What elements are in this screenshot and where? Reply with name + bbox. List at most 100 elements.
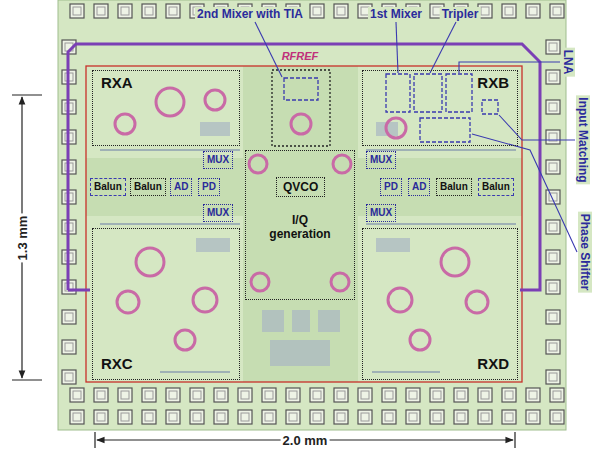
bond-pad	[286, 410, 300, 424]
pad-frame	[94, 4, 108, 18]
pad-inner	[65, 313, 73, 321]
pad-frame	[546, 250, 560, 264]
bond-pad	[262, 410, 276, 424]
bond-pad	[430, 410, 444, 424]
pad-inner	[529, 413, 537, 421]
bond-pad	[502, 388, 516, 402]
pad-frame	[166, 4, 180, 18]
pad-inner	[505, 7, 513, 15]
pad-frame	[478, 388, 492, 402]
pad-inner	[241, 413, 249, 421]
pad-frame	[334, 4, 348, 18]
bond-pad	[334, 4, 348, 18]
bond-pad	[382, 410, 396, 424]
pad-frame	[142, 388, 156, 402]
pad-frame	[62, 310, 76, 324]
pad-inner	[361, 413, 369, 421]
pad-inner	[549, 163, 557, 171]
core-outline	[86, 66, 522, 382]
callout-label: 2nd Mixer with TIA	[195, 7, 305, 21]
pad-inner	[549, 103, 557, 111]
bond-pad	[550, 4, 564, 18]
pad-inner	[549, 373, 557, 381]
block-label: PD	[202, 181, 216, 193]
pad-frame	[166, 410, 180, 424]
pad-frame	[546, 310, 560, 324]
dimension-tick	[95, 432, 515, 448]
lo-generation-region: I/Q generationQVCO	[245, 150, 355, 300]
bond-pad	[358, 410, 372, 424]
bond-pad	[310, 388, 324, 402]
bond-pad	[546, 250, 560, 264]
pad-inner	[481, 413, 489, 421]
pad-inner	[505, 391, 513, 399]
bond-pad	[550, 388, 564, 402]
pad-frame	[546, 220, 560, 234]
bond-pad	[502, 4, 516, 18]
balun-block: Balun	[130, 178, 166, 196]
bond-pad	[70, 410, 84, 424]
block-label: PD	[384, 181, 398, 193]
bond-pad	[62, 310, 76, 324]
pad-inner	[217, 413, 225, 421]
pad-inner	[337, 413, 345, 421]
inductor	[388, 288, 412, 312]
dimension-label-holder: 2.0 mm	[281, 431, 330, 449]
wire	[160, 371, 230, 373]
callout-boxes	[284, 74, 498, 142]
bond-pad	[478, 388, 492, 402]
lna-box	[446, 74, 472, 112]
pad-inner	[313, 7, 321, 15]
block-label: RXB	[477, 74, 509, 92]
pad-frame	[550, 410, 564, 424]
pad-inner	[457, 391, 465, 399]
pad-inner	[65, 373, 73, 381]
pad-frame	[142, 4, 156, 18]
bond-pad	[238, 410, 252, 424]
leader-line	[459, 62, 560, 73]
inductor	[117, 291, 139, 313]
bond-pad	[546, 160, 560, 174]
bond-pad	[546, 280, 560, 294]
pad-inner	[169, 413, 177, 421]
wire	[100, 223, 240, 225]
callout-label: Phase Shifter	[578, 212, 592, 293]
block-label: Balun	[440, 181, 468, 193]
bond-pad	[526, 388, 540, 402]
pad-frame	[310, 388, 324, 402]
pad-inner	[97, 7, 105, 15]
pad-frame	[502, 4, 516, 18]
circuit-block	[376, 238, 410, 252]
circuit-block	[318, 310, 340, 332]
pad-frame	[430, 410, 444, 424]
bond-pad	[62, 370, 76, 384]
block-label: AD	[174, 181, 188, 193]
inductor	[115, 114, 135, 134]
pad-frame	[546, 190, 560, 204]
block-label: Balun	[134, 181, 162, 193]
block-label: Balun	[482, 181, 510, 193]
block-label: QVCO	[283, 180, 318, 194]
balun-block: Balun	[90, 178, 126, 196]
pad-inner	[505, 413, 513, 421]
bond-pad	[430, 388, 444, 402]
block-label: RXC	[101, 355, 133, 373]
leader-line	[255, 22, 282, 77]
callout-label: Input Matching	[576, 95, 590, 184]
pad-inner	[385, 391, 393, 399]
bond-pad	[546, 130, 560, 144]
mux-block: MUX	[366, 204, 396, 222]
dimension-lines	[12, 95, 515, 448]
bond-pad	[358, 388, 372, 402]
callout-label-holder: Input Matching	[575, 95, 593, 184]
pad-inner	[97, 391, 105, 399]
block-label: RXD	[477, 355, 509, 373]
bond-pad	[94, 4, 108, 18]
pad-inner	[265, 391, 273, 399]
inductor	[136, 248, 164, 276]
pad-inner	[313, 413, 321, 421]
pad-frame	[526, 4, 540, 18]
ref-block-outline	[272, 70, 330, 146]
pad-inner	[549, 223, 557, 231]
pad-frame	[262, 410, 276, 424]
